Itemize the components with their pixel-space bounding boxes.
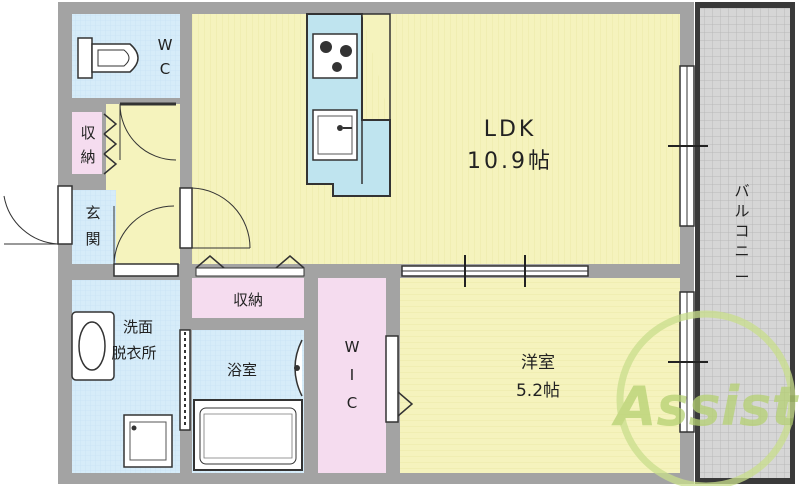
sliding-door-ldk-western: [401, 255, 589, 287]
wic-label-i: I: [350, 366, 354, 384]
ldk-size: 10.9帖: [467, 149, 553, 174]
storage-left-label-1: 収: [80, 124, 95, 142]
bath-label: 浴室: [227, 361, 257, 379]
balcony-char-4: ニ: [734, 242, 749, 260]
storage-center-label: 収納: [233, 291, 263, 309]
balcony-label: バ ル コ ニ ー: [734, 182, 749, 286]
wic-label-w: W: [345, 338, 360, 356]
wc-label-w: W: [158, 36, 173, 54]
entrance-door: [3, 185, 73, 245]
hall-to-washroom-door: [113, 205, 179, 277]
entrance-floor: [72, 190, 116, 264]
toilet-icon: [77, 37, 139, 79]
entrance-label-2: 関: [85, 230, 100, 248]
bath-door: [179, 329, 191, 431]
balcony: [695, 2, 795, 484]
sink-icon: [312, 109, 358, 161]
storage-left-label-2: 納: [80, 148, 95, 166]
storage-left-doors: [103, 113, 118, 175]
hallway: [106, 104, 180, 264]
western-size: 5.2帖: [516, 381, 560, 401]
ldk-window: [668, 65, 708, 227]
wc-door: [119, 102, 177, 161]
balcony-char-2: ル: [734, 202, 749, 220]
balcony-char-5: ー: [734, 268, 749, 286]
shower-icon: [294, 339, 303, 397]
stove-icon: [312, 33, 358, 79]
balcony-char-1: バ: [734, 182, 749, 200]
walk-in-closet: [318, 278, 386, 473]
wc-label-c: C: [160, 60, 170, 78]
storage-center-doors: [195, 255, 305, 277]
washroom-label-1: 洗面: [123, 318, 153, 336]
ldk-room: [192, 14, 680, 264]
assist-logo-text: Assist: [611, 375, 800, 438]
storage-left: [72, 112, 102, 174]
assist-logo: Assist: [611, 310, 800, 486]
wic-label-c: C: [347, 394, 357, 412]
bathtub-icon: [193, 399, 303, 471]
entrance-label-1: 玄: [85, 204, 100, 222]
balcony-char-3: コ: [734, 222, 749, 240]
storage-center: [192, 278, 304, 318]
western-label: 洋室: [521, 353, 555, 373]
washbasin-icon: [71, 311, 115, 381]
ldk-label: LDK: [484, 117, 537, 142]
washing-machine-icon: [123, 414, 173, 468]
hall-to-ldk-door: [179, 187, 251, 249]
wic-door: [385, 335, 414, 423]
washroom-label-2: 脱衣所: [111, 344, 156, 362]
